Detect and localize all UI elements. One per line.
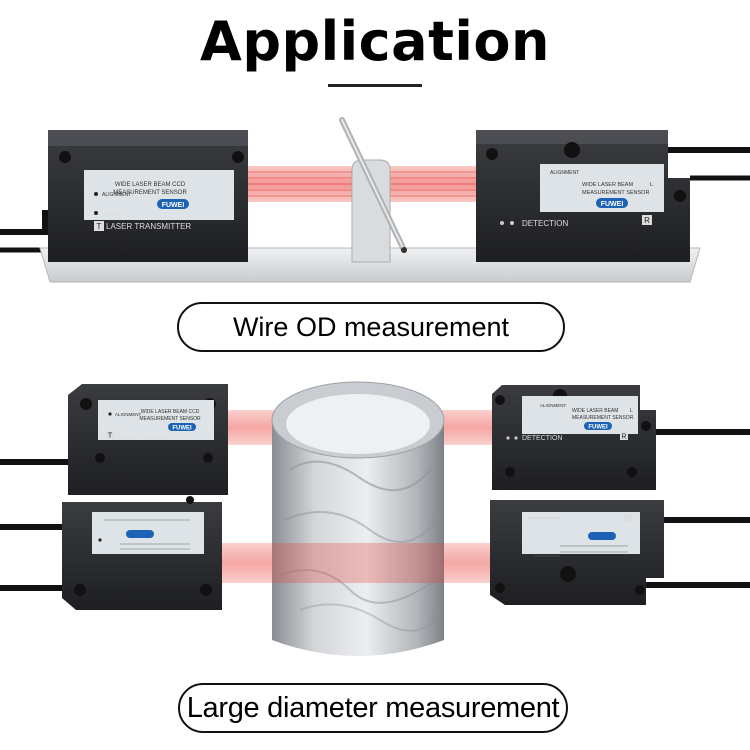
svg-text:ALIGNMENT: ALIGNMENT (102, 192, 131, 198)
svg-text:L: L (630, 408, 633, 414)
brand-badge (596, 198, 628, 208)
type-label: DETECTION (522, 435, 562, 442)
svg-text:FUWEI: FUWEI (601, 201, 624, 208)
svg-text:MEASUREMENT SENSOR: MEASUREMENT SENSOR (139, 416, 201, 422)
tag-box (624, 514, 632, 522)
laser-beam-overlay (272, 543, 444, 583)
tag-box (620, 432, 628, 440)
wire-holder (351, 159, 391, 263)
svg-text:MEASUREMENT SENSOR: MEASUREMENT SENSOR (582, 190, 649, 196)
status-led-icon (514, 436, 518, 440)
type-label: LASER TRANSMITTER (106, 222, 191, 231)
laser-receiver-lower (490, 500, 664, 605)
laser-transmitter-lower (62, 496, 222, 610)
svg-text:L: L (650, 182, 653, 188)
svg-text:POWER: POWER (102, 212, 121, 218)
status-led-icon (506, 436, 510, 440)
alignment-led-icon (98, 538, 102, 542)
pipe-specimen (271, 381, 445, 656)
type-label: LASER TRANSMITTER (116, 435, 191, 442)
svg-text:R: R (644, 216, 650, 225)
laser-receiver-upper: ALIGNMENT WIDE LASER BEAM L MEASUREMENT … (492, 385, 656, 490)
brand-badge (168, 423, 196, 431)
brand-text: FUWEI (162, 202, 185, 209)
title-underline (328, 84, 422, 87)
svg-text:ALIGNMENT: ALIGNMENT (115, 412, 142, 417)
svg-text:WIDE LASER BEAM CCD: WIDE LASER BEAM CCD (141, 409, 200, 415)
page-title: Application (200, 10, 550, 73)
caption-wire-od: Wire OD measurement (177, 302, 565, 352)
alignment-led-icon (108, 412, 112, 416)
brand-badge (588, 532, 616, 540)
laser-receiver: ALIGNMENT WIDE LASER BEAM L MEASUREMENT … (476, 130, 690, 262)
laser-transmitter-upper: WIDE LASER BEAM CCD MEASUREMENT SENSOR F… (68, 384, 228, 495)
label-plate (84, 170, 234, 220)
cable (0, 210, 48, 235)
label-plate (522, 396, 638, 434)
top-scene: WIDE LASER BEAM CCD MEASUREMENT SENSOR F… (0, 117, 750, 283)
tag-box (94, 221, 104, 231)
svg-text:MEASUREMENT SENSOR: MEASUREMENT SENSOR (572, 415, 634, 421)
svg-text:R: R (621, 434, 626, 441)
svg-text:T: T (97, 222, 102, 231)
power-led-icon (94, 211, 98, 215)
bottom-scene: WIDE LASER BEAM CCD MEASUREMENT SENSOR F… (0, 381, 750, 656)
tag-box (106, 431, 114, 439)
brand-badge (126, 530, 154, 538)
brand-badge (584, 422, 612, 430)
label-plate (522, 512, 640, 554)
svg-text:ALIGNMENT: ALIGNMENT (540, 403, 567, 408)
alignment-led-icon (94, 192, 98, 196)
svg-text:FUWEI: FUWEI (588, 425, 608, 431)
type-label: DETECTION (522, 219, 568, 228)
brand-badge (157, 199, 189, 209)
model-text: WIDE LASER BEAM CCD (115, 182, 186, 188)
svg-text:WIDE LASER BEAM: WIDE LASER BEAM (572, 408, 618, 414)
label-plate (98, 400, 214, 440)
model-text: MEASUREMENT SENSOR (113, 190, 187, 196)
svg-text:T: T (108, 433, 113, 440)
caption-large-diameter: Large diameter measurement (178, 683, 568, 733)
svg-text:FUWEI: FUWEI (172, 426, 192, 432)
tag-box (642, 215, 652, 225)
svg-text:ALIGNMENT: ALIGNMENT (550, 170, 579, 176)
svg-text:WIDE LASER BEAM: WIDE LASER BEAM (582, 182, 633, 188)
status-led-icon (510, 221, 514, 225)
status-led-icon (500, 221, 504, 225)
laser-transmitter: WIDE LASER BEAM CCD MEASUREMENT SENSOR F… (48, 130, 248, 262)
